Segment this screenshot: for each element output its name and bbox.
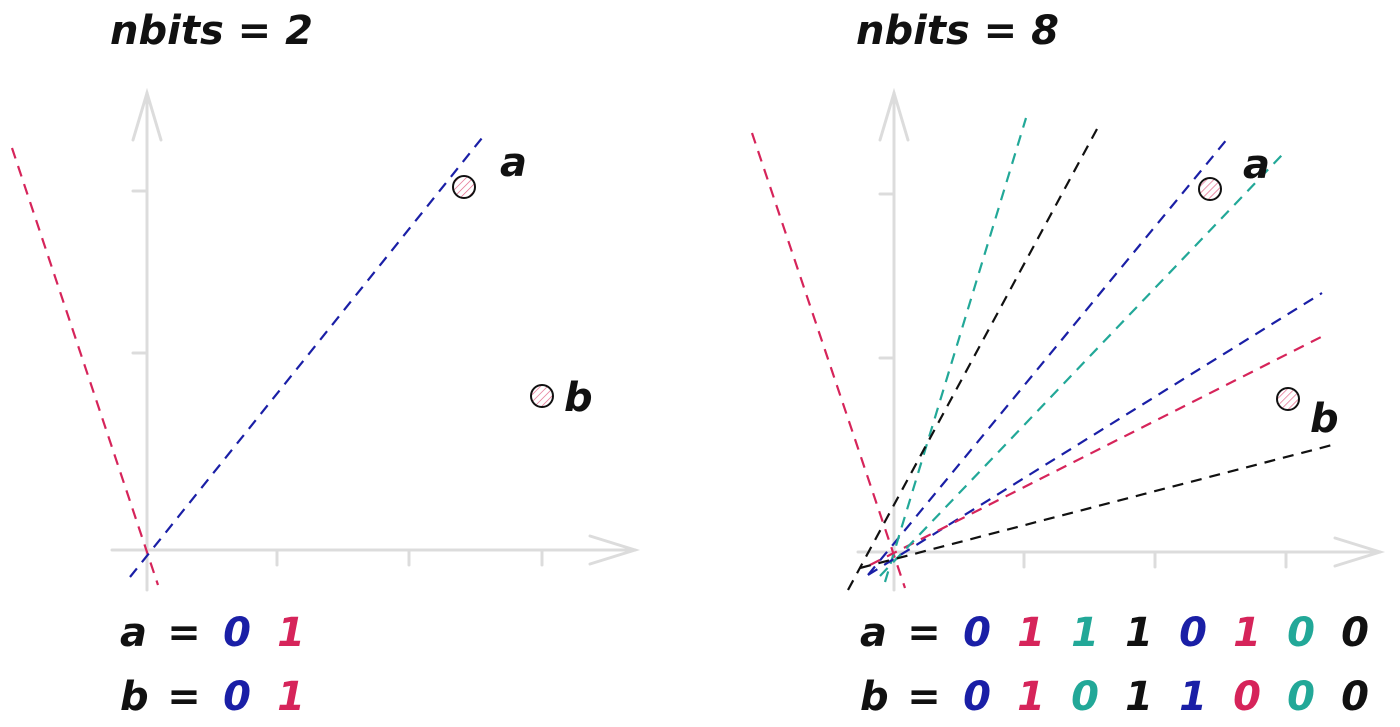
left-point-b-marker — [530, 384, 554, 408]
left-hyperplanes — [10, 132, 487, 586]
right-panel-title: nbits = 8 — [856, 8, 1059, 54]
bit-5: 1 — [1233, 610, 1261, 656]
right-point-b-marker — [1276, 387, 1300, 411]
bit-5: 0 — [1233, 674, 1261, 720]
bit-1: 1 — [1017, 674, 1045, 720]
bit-4: 0 — [1179, 610, 1207, 656]
equals-sign: = — [167, 674, 201, 720]
code-label: b — [860, 674, 889, 720]
left-points — [452, 175, 554, 408]
right-points — [1198, 177, 1300, 411]
right-point-a-label: a — [1243, 142, 1270, 188]
right-axes — [856, 87, 1386, 592]
equals-sign: = — [167, 610, 201, 656]
left-axes — [110, 87, 641, 592]
bit-6: 0 — [1287, 674, 1315, 720]
right-hyperplanes — [750, 117, 1337, 591]
bit-1: 1 — [277, 674, 305, 720]
equals-sign: = — [907, 674, 941, 720]
bit-6: 0 — [1287, 610, 1315, 656]
bit-1: 1 — [277, 610, 305, 656]
left-hyperplane-red — [10, 147, 160, 586]
code-label: a — [860, 610, 887, 656]
left-point-b-label: b — [564, 375, 593, 421]
right-hyperplane-teal — [879, 154, 1283, 577]
right-y-axis-arrow-icon — [878, 87, 910, 142]
bit-1: 1 — [1017, 610, 1045, 656]
left-point-a-marker — [452, 175, 476, 199]
left-hyperplane-blue — [129, 132, 487, 578]
left-point-a-label: a — [500, 140, 527, 186]
bit-0: 0 — [963, 674, 991, 720]
bit-7: 0 — [1341, 610, 1369, 656]
bit-2: 0 — [1071, 674, 1099, 720]
right-hyperplane-blue — [867, 137, 1229, 576]
right-hyperplane-black — [859, 442, 1337, 570]
left-y-axis-arrow-icon — [131, 87, 163, 142]
equals-sign: = — [907, 610, 941, 656]
bit-2: 1 — [1071, 610, 1099, 656]
code-label: a — [120, 610, 147, 656]
bit-0: 0 — [963, 610, 991, 656]
bit-3: 1 — [1125, 674, 1153, 720]
right-hyperplane-red — [750, 132, 907, 589]
left-x-axis-arrow-icon — [588, 534, 641, 566]
bit-0: 0 — [223, 610, 251, 656]
bit-0: 0 — [223, 674, 251, 720]
bit-3: 1 — [1125, 610, 1153, 656]
right-hyperplane-red — [869, 333, 1328, 566]
code-label: b — [120, 674, 149, 720]
right-hyperplane-blue — [867, 292, 1323, 576]
left-panel-title: nbits = 2 — [110, 8, 313, 54]
right-x-axis-arrow-icon — [1333, 536, 1386, 568]
bit-7: 0 — [1341, 674, 1369, 720]
right-point-b-label: b — [1310, 396, 1339, 442]
right-hyperplane-teal — [883, 117, 1028, 583]
right-point-a-marker — [1198, 177, 1222, 201]
bit-4: 1 — [1179, 674, 1207, 720]
